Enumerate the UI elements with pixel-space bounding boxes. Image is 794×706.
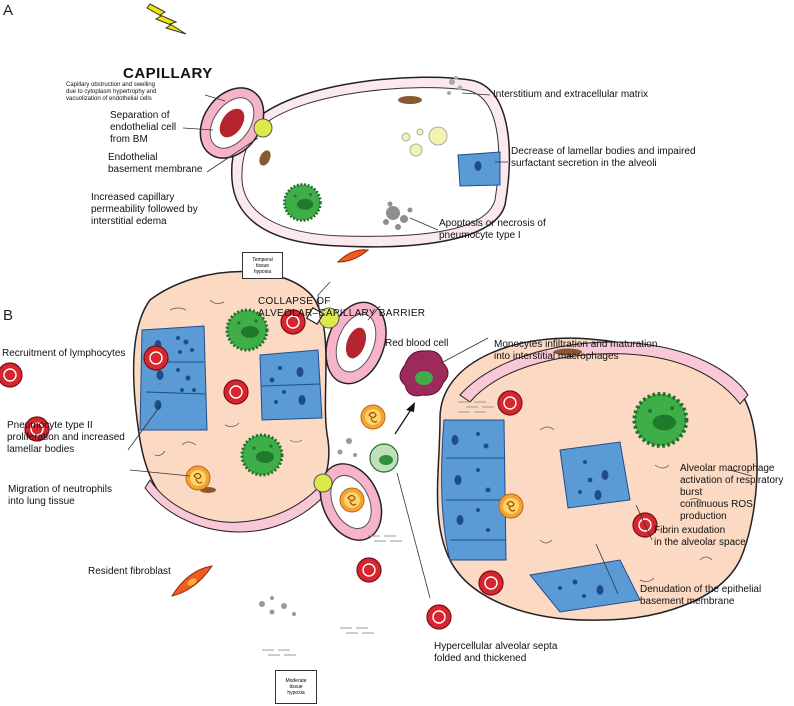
label-lamellar-bodies: Decrease of lamellar bodies and impaired… bbox=[511, 146, 696, 169]
panel-a-letter: A bbox=[3, 2, 14, 19]
label-neutrophils: Migration of neutrophils into lung tissu… bbox=[8, 484, 112, 507]
panel-b-letter: B bbox=[3, 307, 14, 324]
moderate-hypoxia-box: Moderate tissue hypoxia bbox=[275, 670, 317, 704]
temporal-hypoxia-box: Temporal tissue hypoxia bbox=[242, 252, 283, 279]
label-denudation: Denudation of the epithelial basement me… bbox=[640, 584, 762, 607]
capillary-title: CAPILLARY bbox=[123, 65, 213, 82]
label-lymphocytes: Recruitment of lymphocytes bbox=[2, 348, 126, 359]
label-basement-membrane: Endothelial basement membrane bbox=[108, 152, 203, 175]
label-fibroblast: Resident fibroblast bbox=[88, 566, 171, 577]
label-monocytes: Monocytes infiltration and maturation in… bbox=[494, 339, 658, 362]
label-permeability: Increased capillary permeability followe… bbox=[91, 192, 198, 227]
label-interstitium: Interstitium and extracellular matrix bbox=[493, 89, 649, 100]
label-pneumocyte-ii: Pneumocyte type II proliferation and inc… bbox=[7, 420, 125, 455]
label-alveolar-macrophage: Alveolar macrophage activation of respir… bbox=[680, 463, 784, 522]
label-separation: Separation of endothelial cell from BM bbox=[110, 110, 177, 145]
label-fibrin: Fibrin exudation in the alveolar space bbox=[654, 525, 746, 548]
label-capillary-obstruction: Capillary obstruction and swelling due t… bbox=[66, 82, 157, 102]
label-collapse: COLLAPSE OF ALVEOLAR–CAPILLARY BARRIER bbox=[258, 296, 426, 319]
label-hypercellular: Hypercellular alveolar septa folded and … bbox=[434, 641, 558, 664]
label-red-blood-cell: Red blood cell bbox=[385, 338, 449, 349]
moderate-hypoxia-text: Moderate tissue hypoxia bbox=[285, 678, 307, 696]
label-apoptosis: Apoptosis or necrosis of pneumocyte type… bbox=[439, 218, 546, 241]
temporal-hypoxia-text: Temporal tissue hypoxia bbox=[252, 256, 273, 275]
